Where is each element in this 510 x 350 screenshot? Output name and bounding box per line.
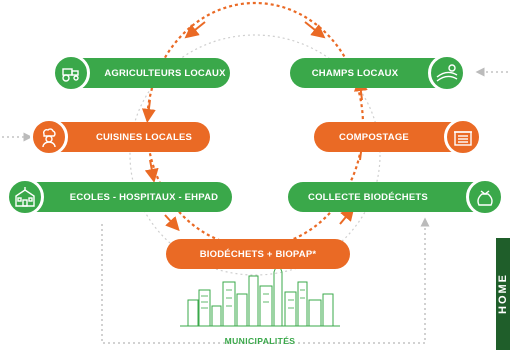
tractor-icon <box>52 54 90 92</box>
node-label: BIODÉCHETS + BIOPAP* <box>199 248 317 260</box>
node-label: ECOLES - HOSPITAUX - EHPAD <box>69 191 219 203</box>
ring-arrow-top-left <box>184 21 206 39</box>
node-label: CHAMPS LOCAUX <box>311 67 399 79</box>
ring-arrow-left-1 <box>141 99 156 123</box>
inner-ring <box>129 34 381 276</box>
municipalites-label: MUNICIPALITÉS <box>224 336 296 346</box>
ring-arrow-top-right <box>304 21 326 39</box>
node-label: COMPOSTAGE <box>339 131 409 143</box>
field-icon <box>428 54 466 92</box>
node-label: COLLECTE BIODÉCHETS <box>308 191 428 203</box>
node-agriculteurs-locaux: AGRICULTEURS LOCAUX <box>60 58 230 88</box>
node-collecte-biodechets: COLLECTE BIODÉCHETS <box>288 182 488 212</box>
waste-bag-icon <box>466 178 504 216</box>
brand-strip: HOME <box>496 238 510 350</box>
school-icon <box>6 178 44 216</box>
node-label: AGRICULTEURS LOCAUX <box>104 67 226 79</box>
ring-arrow-left-2 <box>144 159 159 183</box>
chef-icon <box>30 118 68 156</box>
ring-arrow-right-3 <box>339 206 355 225</box>
node-ecoles-hospitaux-ehpad: ECOLES - HOSPITAUX - EHPAD <box>14 182 232 212</box>
connector-bottom-loop <box>101 217 430 344</box>
node-label: CUISINES LOCALES <box>95 131 193 143</box>
ring-arrow-left-3 <box>164 214 180 232</box>
city-skyline-icon <box>180 260 340 327</box>
compost-bin-icon <box>444 118 482 156</box>
node-biodechets-biopap: BIODÉCHETS + BIOPAP* <box>166 239 350 269</box>
